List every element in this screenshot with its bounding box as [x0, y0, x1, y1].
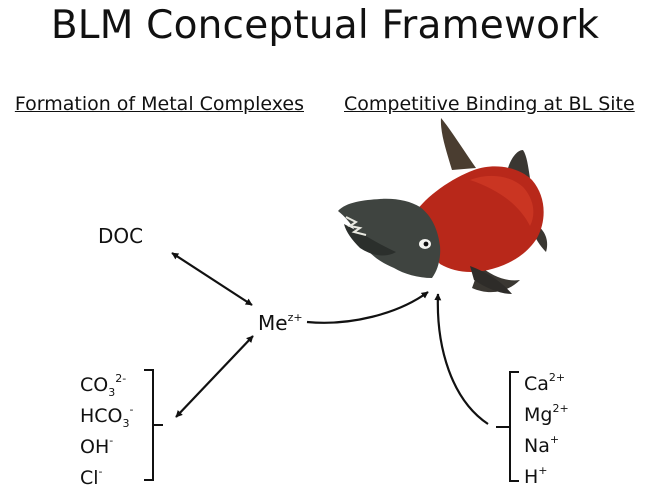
ligand-bracket — [144, 369, 163, 481]
heading-competitive-binding: Competitive Binding at BL Site — [344, 93, 635, 115]
cation-charge: 2+ — [552, 402, 569, 415]
ligand-item: Cl- — [80, 463, 134, 494]
arrow-cations-to-fish — [434, 293, 489, 425]
ligand-subscript: 3 — [108, 386, 116, 399]
metal-ion-label: Mez+ — [258, 311, 303, 339]
ligand-charge: - — [98, 465, 103, 478]
cation-base: Mg — [524, 404, 553, 426]
cation-base: Ca — [524, 373, 549, 395]
salmon-head — [338, 198, 441, 278]
ligand-item: CO32- — [80, 370, 134, 401]
metal-charge: z+ — [287, 311, 303, 324]
salmon-dorsal-fin — [440, 118, 476, 170]
ligand-charge: - — [129, 403, 134, 416]
cation-base: Na — [524, 435, 550, 457]
cation-bracket — [496, 371, 519, 482]
cation-item: H+ — [524, 462, 569, 493]
arrow-metal-to-fish — [306, 291, 429, 324]
cation-base: H — [524, 466, 539, 488]
metal-symbol: Me — [258, 311, 288, 335]
diagram-title: BLM Conceptual Framework — [50, 3, 600, 48]
cation-item: Ca2+ — [524, 369, 569, 400]
salmon-icon — [338, 118, 548, 294]
arrow-ligands-metal — [175, 335, 254, 418]
ligand-charge: 2- — [115, 372, 127, 385]
cation-item: Na+ — [524, 431, 569, 462]
ligand-charge: - — [109, 434, 114, 447]
cation-list: Ca2+ Mg2+ Na+ H+ — [524, 369, 569, 493]
cation-charge: + — [538, 464, 548, 477]
salmon-tail-fin — [508, 150, 530, 178]
cation-item: Mg2+ — [524, 400, 569, 431]
ligand-item: HCO3- — [80, 401, 134, 432]
ligand-base: CO — [80, 374, 109, 396]
cation-charge: 2+ — [548, 371, 566, 384]
ligand-base: Cl — [80, 467, 99, 489]
ligand-base: HCO — [80, 405, 123, 427]
cation-charge: + — [549, 433, 560, 446]
ligand-item: OH- — [80, 432, 134, 463]
ligand-subscript: 3 — [122, 417, 130, 430]
ligand-list: CO32- HCO3- OH- Cl- — [80, 370, 134, 494]
heading-metal-complexes: Formation of Metal Complexes — [14, 93, 304, 115]
arrow-doc-metal — [171, 252, 253, 306]
ligand-base: OH — [80, 436, 110, 458]
doc-label: DOC — [98, 224, 144, 248]
